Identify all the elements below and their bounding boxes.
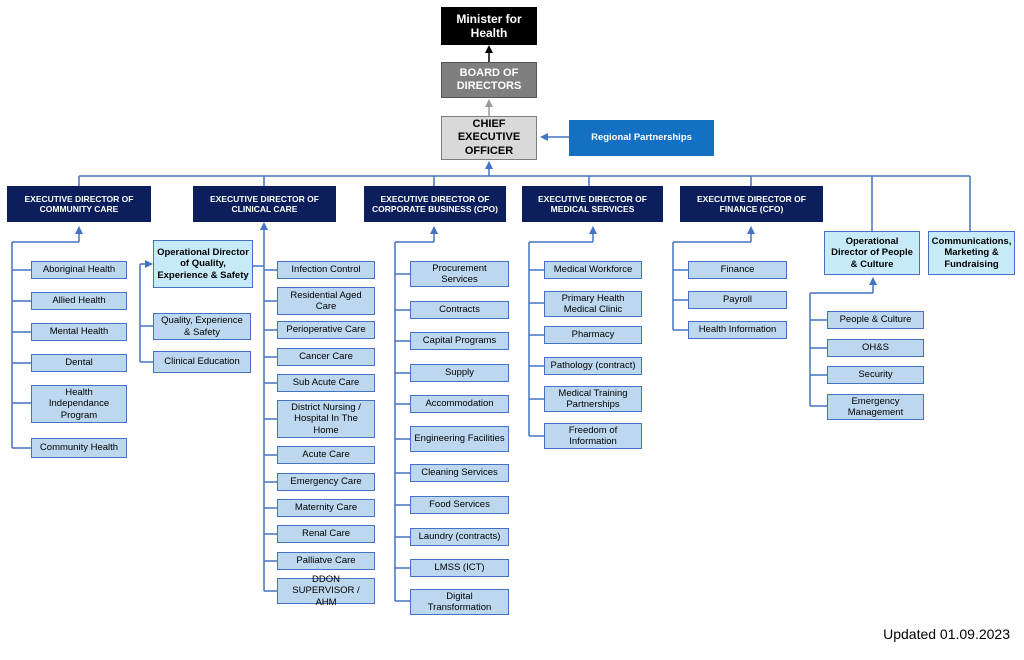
clinical-item: Renal Care <box>277 525 375 543</box>
community-item: Mental Health <box>31 323 127 341</box>
clinical-item: Perioperative Care <box>277 321 375 339</box>
board-box: BOARD OF DIRECTORS <box>441 62 537 98</box>
medical-item: Primary Health Medical Clinic <box>544 291 642 317</box>
medical-item: Medical Training Partnerships <box>544 386 642 412</box>
clinical-item: Emergency Care <box>277 473 375 491</box>
corporate-item: Accommodation <box>410 395 509 413</box>
corporate-item: Engineering Facilities <box>410 426 509 452</box>
exec-corporate-business: EXECUTIVE DIRECTOR OF CORPORATE BUSINESS… <box>364 186 506 222</box>
updated-date: Updated 01.09.2023 <box>883 626 1010 642</box>
clinical-item: Palliatve Care <box>277 552 375 570</box>
corporate-item: LMSS (ICT) <box>410 559 509 577</box>
clinical-item: District Nursing / Hospital In The Home <box>277 400 375 438</box>
community-item: Health Independance Program <box>31 385 127 423</box>
corporate-item: Laundry (contracts) <box>410 528 509 546</box>
medical-item: Pathology (contract) <box>544 357 642 375</box>
community-item: Community Health <box>31 438 127 458</box>
op-director-quality: Operational Director of Quality, Experie… <box>153 240 253 288</box>
clinical-item: Sub Acute Care <box>277 374 375 392</box>
medical-item: Freedom of Information <box>544 423 642 449</box>
exec-finance: EXECUTIVE DIRECTOR OF FINANCE (CFO) <box>680 186 823 222</box>
regional-partnerships-box: Regional Partnerships <box>569 120 714 156</box>
corporate-item: Cleaning Services <box>410 464 509 482</box>
corporate-item: Procurement Services <box>410 261 509 287</box>
quality-item: Quality, Experience & Safety <box>153 313 251 340</box>
clinical-item: Residential Aged Care <box>277 287 375 315</box>
ceo-box: CHIEF EXECUTIVE OFFICER <box>441 116 537 160</box>
corporate-item: Contracts <box>410 301 509 319</box>
community-item: Aboriginal Health <box>31 261 127 279</box>
people-item: Security <box>827 366 924 384</box>
exec-clinical-care: EXECUTIVE DIRECTOR OF CLINICAL CARE <box>193 186 336 222</box>
finance-item: Finance <box>688 261 787 279</box>
medical-item: Pharmacy <box>544 326 642 344</box>
people-item: OH&S <box>827 339 924 357</box>
clinical-item: Maternity Care <box>277 499 375 517</box>
finance-item: Health Information <box>688 321 787 339</box>
communications-box: Communications, Marketing & Fundraising <box>928 231 1015 275</box>
corporate-item: Supply <box>410 364 509 382</box>
people-item: Emergency Management <box>827 394 924 420</box>
corporate-item: Digital Transformation <box>410 589 509 615</box>
clinical-item: Acute Care <box>277 446 375 464</box>
clinical-item: Infection Control <box>277 261 375 279</box>
corporate-item: Capital Programs <box>410 332 509 350</box>
minister-box: Minister for Health <box>441 7 537 45</box>
community-item: Dental <box>31 354 127 372</box>
people-item: People & Culture <box>827 311 924 329</box>
clinical-item: Cancer Care <box>277 348 375 366</box>
community-item: Allied Health <box>31 292 127 310</box>
exec-medical-services: EXECUTIVE DIRECTOR OF MEDICAL SERVICES <box>522 186 663 222</box>
medical-item: Medical Workforce <box>544 261 642 279</box>
corporate-item: Food Services <box>410 496 509 514</box>
quality-item: Clinical Education <box>153 351 251 373</box>
finance-item: Payroll <box>688 291 787 309</box>
exec-community-care: EXECUTIVE DIRECTOR OF COMMUNITY CARE <box>7 186 151 222</box>
op-director-people-culture: Operational Director of People & Culture <box>824 231 920 275</box>
clinical-item: DDON SUPERVISOR / AHM <box>277 574 375 608</box>
